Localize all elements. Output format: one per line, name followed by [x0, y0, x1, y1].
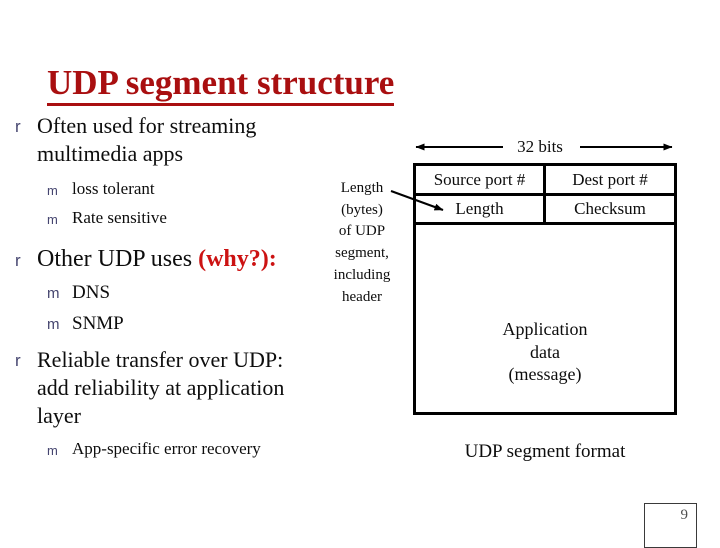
- bullet-line: layer: [37, 403, 81, 428]
- bullet-line: Often used for streaming: [37, 113, 257, 138]
- sub-bullet-text: DNS: [72, 282, 111, 303]
- slide-title: UDP segment structure: [47, 65, 395, 107]
- diagram-caption: UDP segment format: [464, 441, 626, 462]
- sub-bullet-text: App-specific error recovery: [72, 439, 261, 458]
- bullet-m-marker: m: [47, 183, 58, 198]
- app-data-line: Application: [502, 319, 588, 339]
- bullet-r-marker: r: [15, 117, 21, 136]
- bullet-text: Reliable transfer over UDP: add reliabil…: [37, 346, 284, 430]
- sub-bullet-app-specific: m App-specific error recovery: [47, 439, 261, 459]
- emphasis-why: (why?):: [198, 246, 277, 272]
- bullet-m-marker: m: [47, 443, 58, 458]
- bullet-reliable-transfer: r Reliable transfer over UDP: add reliab…: [15, 346, 284, 430]
- bullet-line: multimedia apps: [37, 141, 184, 166]
- app-data-line: (message): [508, 364, 582, 384]
- sub-bullet-rate-sensitive: m Rate sensitive: [47, 208, 167, 228]
- bullet-m-marker: m: [47, 212, 58, 227]
- cell-dest-port: Dest port #: [572, 170, 648, 189]
- cell-length: Length: [416, 196, 546, 222]
- bullet-streaming: r Often used for streaming multimedia ap…: [15, 112, 256, 168]
- table-row-ports: Source port # Dest port #: [416, 166, 674, 196]
- sub-bullet-loss-tolerant: m loss tolerant: [47, 179, 155, 199]
- bullet-line: add reliability at application: [37, 375, 285, 400]
- length-note-line: Length: [340, 180, 384, 196]
- page-number-box: 9: [644, 503, 697, 548]
- app-data-line: data: [530, 341, 560, 362]
- sub-bullet-dns: m DNS: [47, 282, 110, 304]
- bullet-other-uses: r Other UDP uses (why?):: [15, 244, 277, 274]
- length-note-line: of UDP: [338, 223, 386, 240]
- length-note-line: including: [333, 266, 391, 283]
- length-note-line: (bytes): [341, 201, 383, 218]
- bullet-line: Other UDP uses: [37, 246, 199, 272]
- sub-bullet-snmp: m SNMP: [47, 313, 124, 335]
- bullet-r-marker: r: [15, 251, 21, 270]
- sub-bullet-text: loss tolerant: [72, 179, 155, 198]
- cell-source-port: Source port #: [416, 166, 546, 193]
- bullet-r-marker: r: [15, 351, 21, 370]
- table-row-length-checksum: Length Checksum: [416, 196, 674, 225]
- cell-checksum: Checksum: [574, 199, 646, 218]
- application-data-text: Application data (message): [416, 318, 674, 386]
- page-number: 9: [680, 507, 689, 523]
- udp-segment-table: Source port # Dest port # Length Checksu…: [413, 163, 677, 415]
- sub-bullet-text: Rate sensitive: [72, 208, 167, 227]
- application-data-area: Application data (message): [416, 225, 674, 413]
- bullet-text: Often used for streaming multimedia apps: [37, 112, 256, 168]
- bullet-line: Reliable transfer over UDP:: [37, 347, 284, 372]
- bullet-m-marker: m: [47, 316, 60, 333]
- width-label-32-bits: 32 bits: [517, 137, 563, 156]
- bullet-m-marker: m: [47, 285, 60, 302]
- length-note-line: header: [342, 288, 382, 305]
- bullet-text: Other UDP uses (why?):: [37, 244, 277, 274]
- length-note-line: segment,: [335, 245, 389, 262]
- length-note: Length (bytes) of UDP segment, including…: [316, 178, 408, 308]
- sub-bullet-text: SNMP: [72, 313, 124, 334]
